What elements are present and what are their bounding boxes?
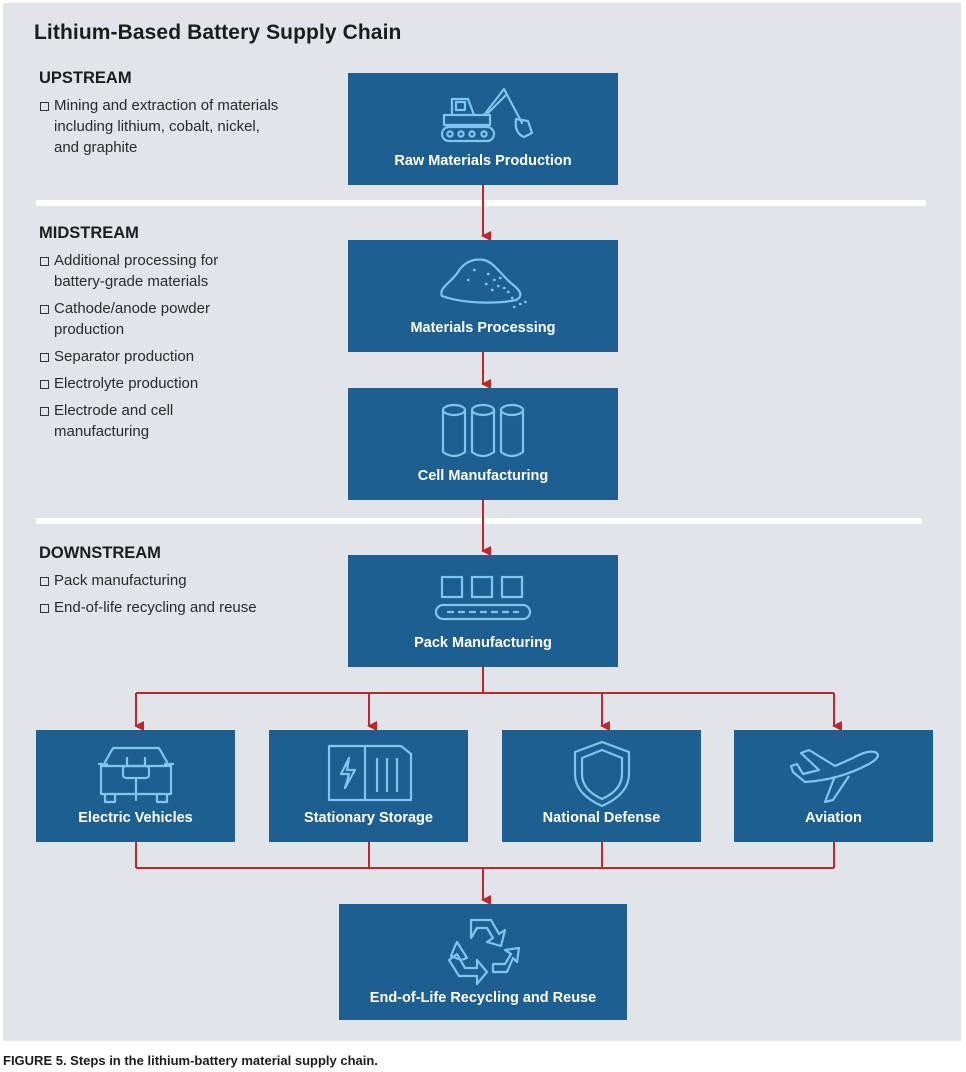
storage-container-icon [327, 744, 412, 802]
powder-pile-icon [440, 258, 527, 309]
materials-processing-box: Materials Processing [348, 240, 618, 352]
upstream-item: Mining and extraction of materials inclu… [39, 95, 279, 158]
ev-charging-icon [97, 746, 174, 804]
upstream-heading: UPSTREAM [39, 69, 132, 87]
cell-manufacturing-box: Cell Manufacturing [348, 388, 618, 500]
recycle-icon [447, 918, 521, 986]
midstream-heading: MIDSTREAM [39, 224, 139, 242]
downstream-heading: DOWNSTREAM [39, 544, 161, 562]
electric-vehicles-box: Electric Vehicles [36, 730, 235, 842]
battery-cells-icon [441, 403, 525, 458]
stationary-storage-label: Stationary Storage [304, 810, 433, 826]
diagram-title: Lithium-Based Battery Supply Chain [34, 21, 402, 44]
downstream-item: Pack manufacturing [39, 570, 339, 591]
recycling-box: End-of-Life Recycling and Reuse [339, 904, 627, 1020]
national-defense-box: National Defense [502, 730, 701, 842]
midstream-item: Separator production [39, 346, 259, 367]
excavator-icon [440, 87, 534, 143]
raw-materials-box: Raw Materials Production [348, 73, 618, 185]
materials-processing-label: Materials Processing [410, 320, 556, 336]
figure-caption: FIGURE 5. Steps in the lithium-battery m… [3, 1053, 378, 1068]
midstream-item: Electrolyte production [39, 373, 259, 394]
downstream-list: Pack manufacturing End-of-life recycling… [39, 570, 339, 624]
raw-materials-label: Raw Materials Production [394, 153, 572, 169]
midstream-list: Additional processing for battery-grade … [39, 250, 259, 448]
conveyor-icon [434, 575, 532, 621]
aviation-label: Aviation [805, 810, 862, 826]
recycling-label: End-of-Life Recycling and Reuse [369, 990, 597, 1006]
stationary-storage-box: Stationary Storage [269, 730, 468, 842]
downstream-item: End-of-life recycling and reuse [39, 597, 339, 618]
pack-manufacturing-box: Pack Manufacturing [348, 555, 618, 667]
upstream-list: Mining and extraction of materials inclu… [39, 95, 279, 164]
aviation-box: Aviation [734, 730, 933, 842]
electric-vehicles-label: Electric Vehicles [78, 810, 193, 826]
shield-icon [573, 740, 630, 808]
national-defense-label: National Defense [542, 810, 661, 826]
airplane-icon [789, 748, 879, 804]
midstream-item: Electrode and cell manufacturing [39, 400, 204, 442]
cell-manufacturing-label: Cell Manufacturing [417, 468, 549, 484]
midstream-item: Additional processing for battery-grade … [39, 250, 259, 292]
pack-manufacturing-label: Pack Manufacturing [414, 635, 552, 651]
section-divider-2 [36, 518, 922, 524]
section-divider-1 [36, 200, 926, 206]
midstream-item: Cathode/anode powder production [39, 298, 259, 340]
